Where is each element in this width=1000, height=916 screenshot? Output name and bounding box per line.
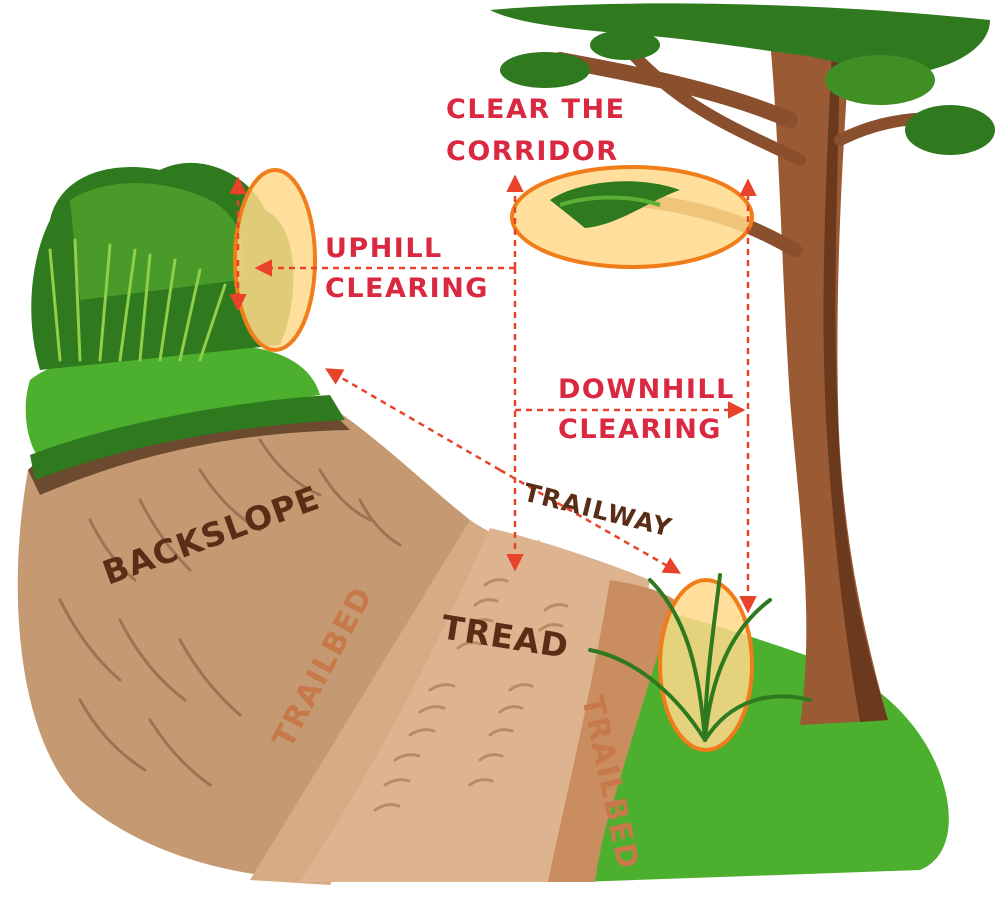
tread-texture bbox=[373, 578, 569, 812]
label-clear-corridor-1: CLEAR THE bbox=[446, 94, 626, 125]
label-uphill-1: UPHILL bbox=[325, 233, 443, 264]
label-uphill-2: CLEARING bbox=[325, 273, 489, 304]
label-downhill-2: CLEARING bbox=[558, 414, 722, 445]
arrow-trailway-up bbox=[324, 368, 501, 472]
highlight-downhill bbox=[588, 573, 812, 752]
trailbed-right-band bbox=[548, 580, 675, 882]
uphill-bush bbox=[31, 162, 294, 370]
highlight-corridor bbox=[510, 165, 754, 269]
left-grass-top bbox=[25, 345, 321, 460]
label-downhill-1: DOWNHILL bbox=[558, 374, 735, 405]
highlight-uphill bbox=[233, 168, 317, 352]
terrain bbox=[17, 345, 949, 885]
tree-canopy bbox=[490, 3, 995, 155]
arrow-trailway-down bbox=[499, 468, 682, 574]
tree-trunk-shade bbox=[823, 50, 888, 722]
label-trailway: TRAILWAY bbox=[521, 478, 676, 543]
left-grass-edge bbox=[30, 395, 345, 480]
arrows bbox=[229, 174, 757, 614]
tree bbox=[490, 3, 995, 725]
label-clear-corridor-2: CORRIDOR bbox=[446, 136, 619, 167]
backslope-texture bbox=[58, 438, 402, 787]
tread-surface bbox=[300, 528, 650, 882]
